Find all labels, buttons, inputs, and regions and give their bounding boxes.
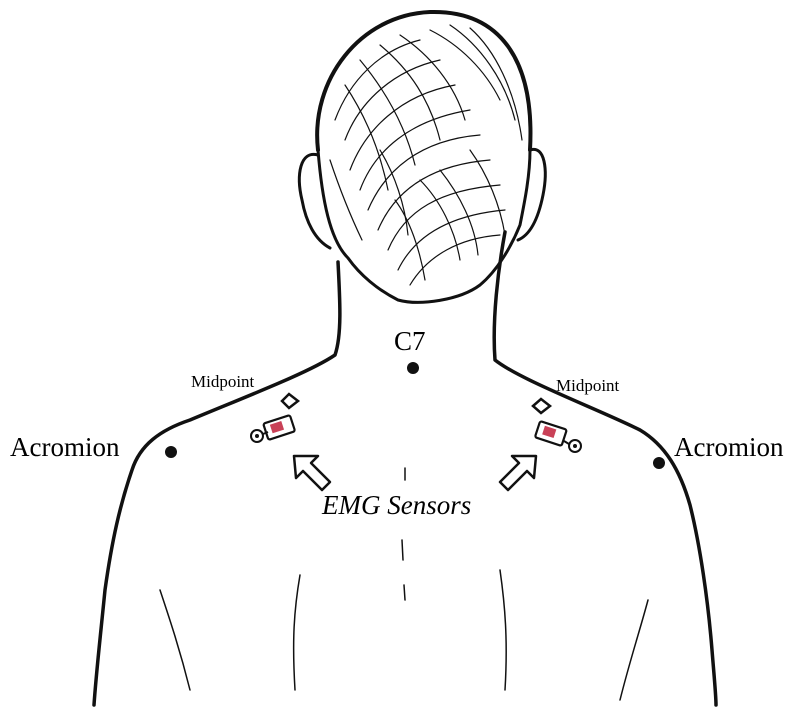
acromion-right-label: Acromion (674, 432, 784, 462)
c7-landmark-dot (407, 362, 419, 374)
ears (299, 149, 545, 248)
c7-label: C7 (394, 326, 426, 356)
emg-sensor-right (535, 421, 581, 452)
midpoint-right-label: Midpoint (556, 376, 620, 395)
emg-sensor-left (251, 415, 295, 442)
midpoint-right-marker (533, 399, 550, 413)
emg-sensors-label: EMG Sensors (321, 490, 471, 520)
arrow-right-icon (500, 456, 536, 490)
acromion-left-dot (165, 446, 177, 458)
acromion-right-dot (653, 457, 665, 469)
midpoint-left-label: Midpoint (191, 372, 255, 391)
arrow-left-icon (294, 456, 330, 490)
hair (330, 25, 522, 285)
midpoint-left-marker (282, 394, 298, 408)
head (317, 12, 530, 302)
acromion-left-label: Acromion (10, 432, 120, 462)
